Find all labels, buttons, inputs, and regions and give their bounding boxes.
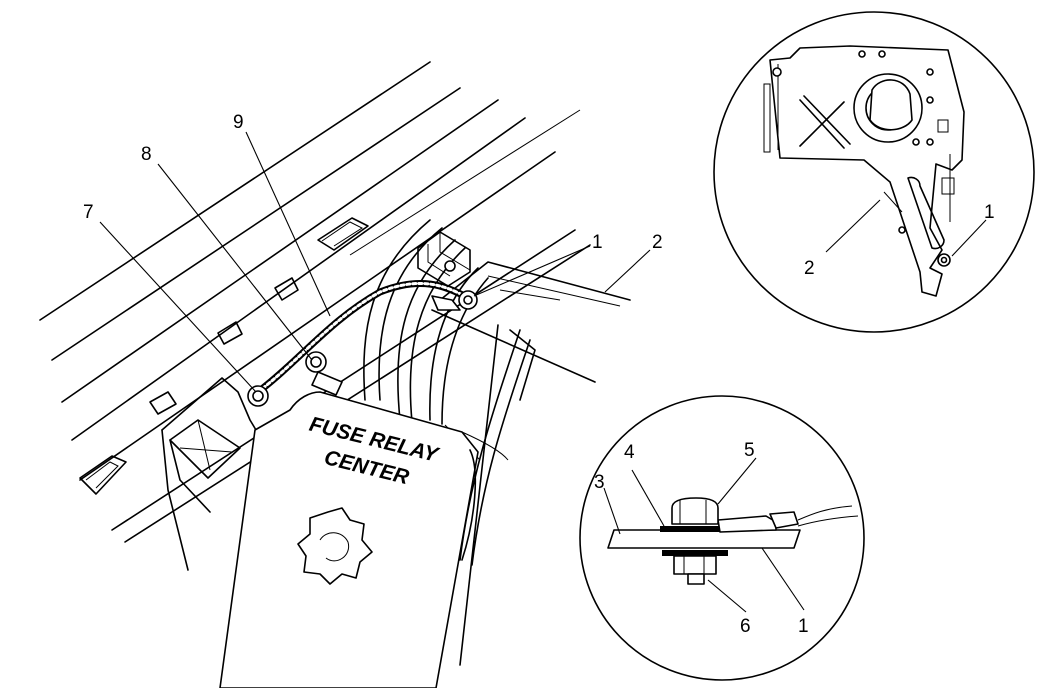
inset-bottom: 4 3 5 6 1 (579, 395, 865, 681)
inset-top: 2 1 (713, 11, 1035, 333)
relay-bracket (417, 231, 471, 287)
callout-main-8: 8 (141, 144, 152, 165)
callout-main-1: 1 (592, 232, 603, 253)
inset-bottom-frame (579, 395, 865, 681)
fuse-relay-center: FUSE RELAY CENTER (219, 391, 509, 688)
strap-bolt-7 (247, 385, 269, 407)
callout-main-2: 2 (652, 232, 663, 253)
inset-top-frame (713, 11, 1035, 333)
callout-inset-bottom-1: 1 (798, 616, 809, 637)
rail-slots (79, 217, 369, 495)
body-rails (39, 61, 591, 543)
callout-inset-bottom-6: 6 (740, 616, 751, 637)
callout-inset-bottom-5: 5 (744, 440, 755, 461)
callout-main-9: 9 (233, 112, 244, 133)
callout-inset-bottom-4: 4 (624, 442, 635, 463)
main-view: FUSE RELAY CENTER 7 8 9 1 2 (39, 61, 663, 688)
callout-inset-bottom-3: 3 (594, 472, 605, 493)
main-leaders (99, 131, 651, 393)
callout-main-7: 7 (83, 202, 94, 223)
callout-inset-top-1: 1 (984, 202, 995, 223)
strap-bolt-1 (431, 290, 478, 311)
callout-inset-top-2: 2 (804, 258, 815, 279)
bracket (161, 377, 263, 571)
ground-strap-wire (254, 279, 472, 396)
strap-bolt-8 (305, 351, 343, 396)
